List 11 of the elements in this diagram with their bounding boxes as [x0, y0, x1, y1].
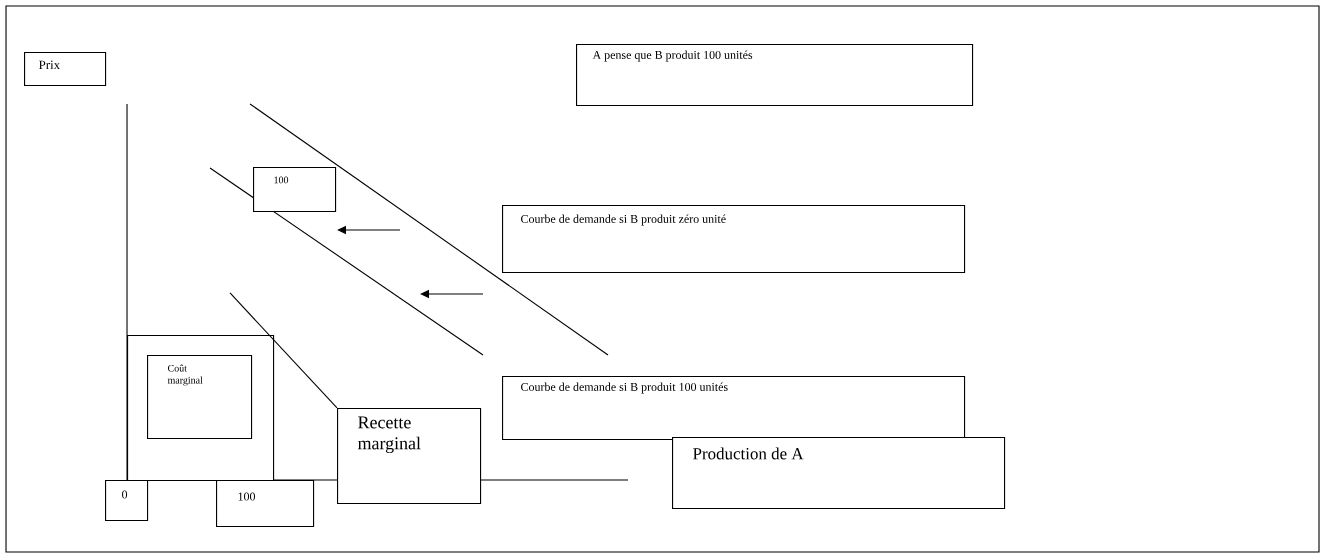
text-box: A pense que B produit 100 unités — [576, 44, 974, 107]
text-box: Production de A — [672, 437, 1006, 510]
text-box: Prix — [24, 52, 107, 87]
marginal-revenue-curve — [229, 292, 338, 409]
text-box: Coût marginal — [147, 355, 253, 440]
text-box: 100 — [216, 480, 315, 528]
text-box: Courbe de demande si B produit 100 unités — [502, 376, 966, 441]
text-box: 100 — [253, 167, 337, 213]
text-box: Recette marginal — [337, 408, 482, 505]
text-box: 0 — [105, 480, 149, 522]
text-box: Courbe de demande si B produit zéro unité — [502, 205, 966, 274]
